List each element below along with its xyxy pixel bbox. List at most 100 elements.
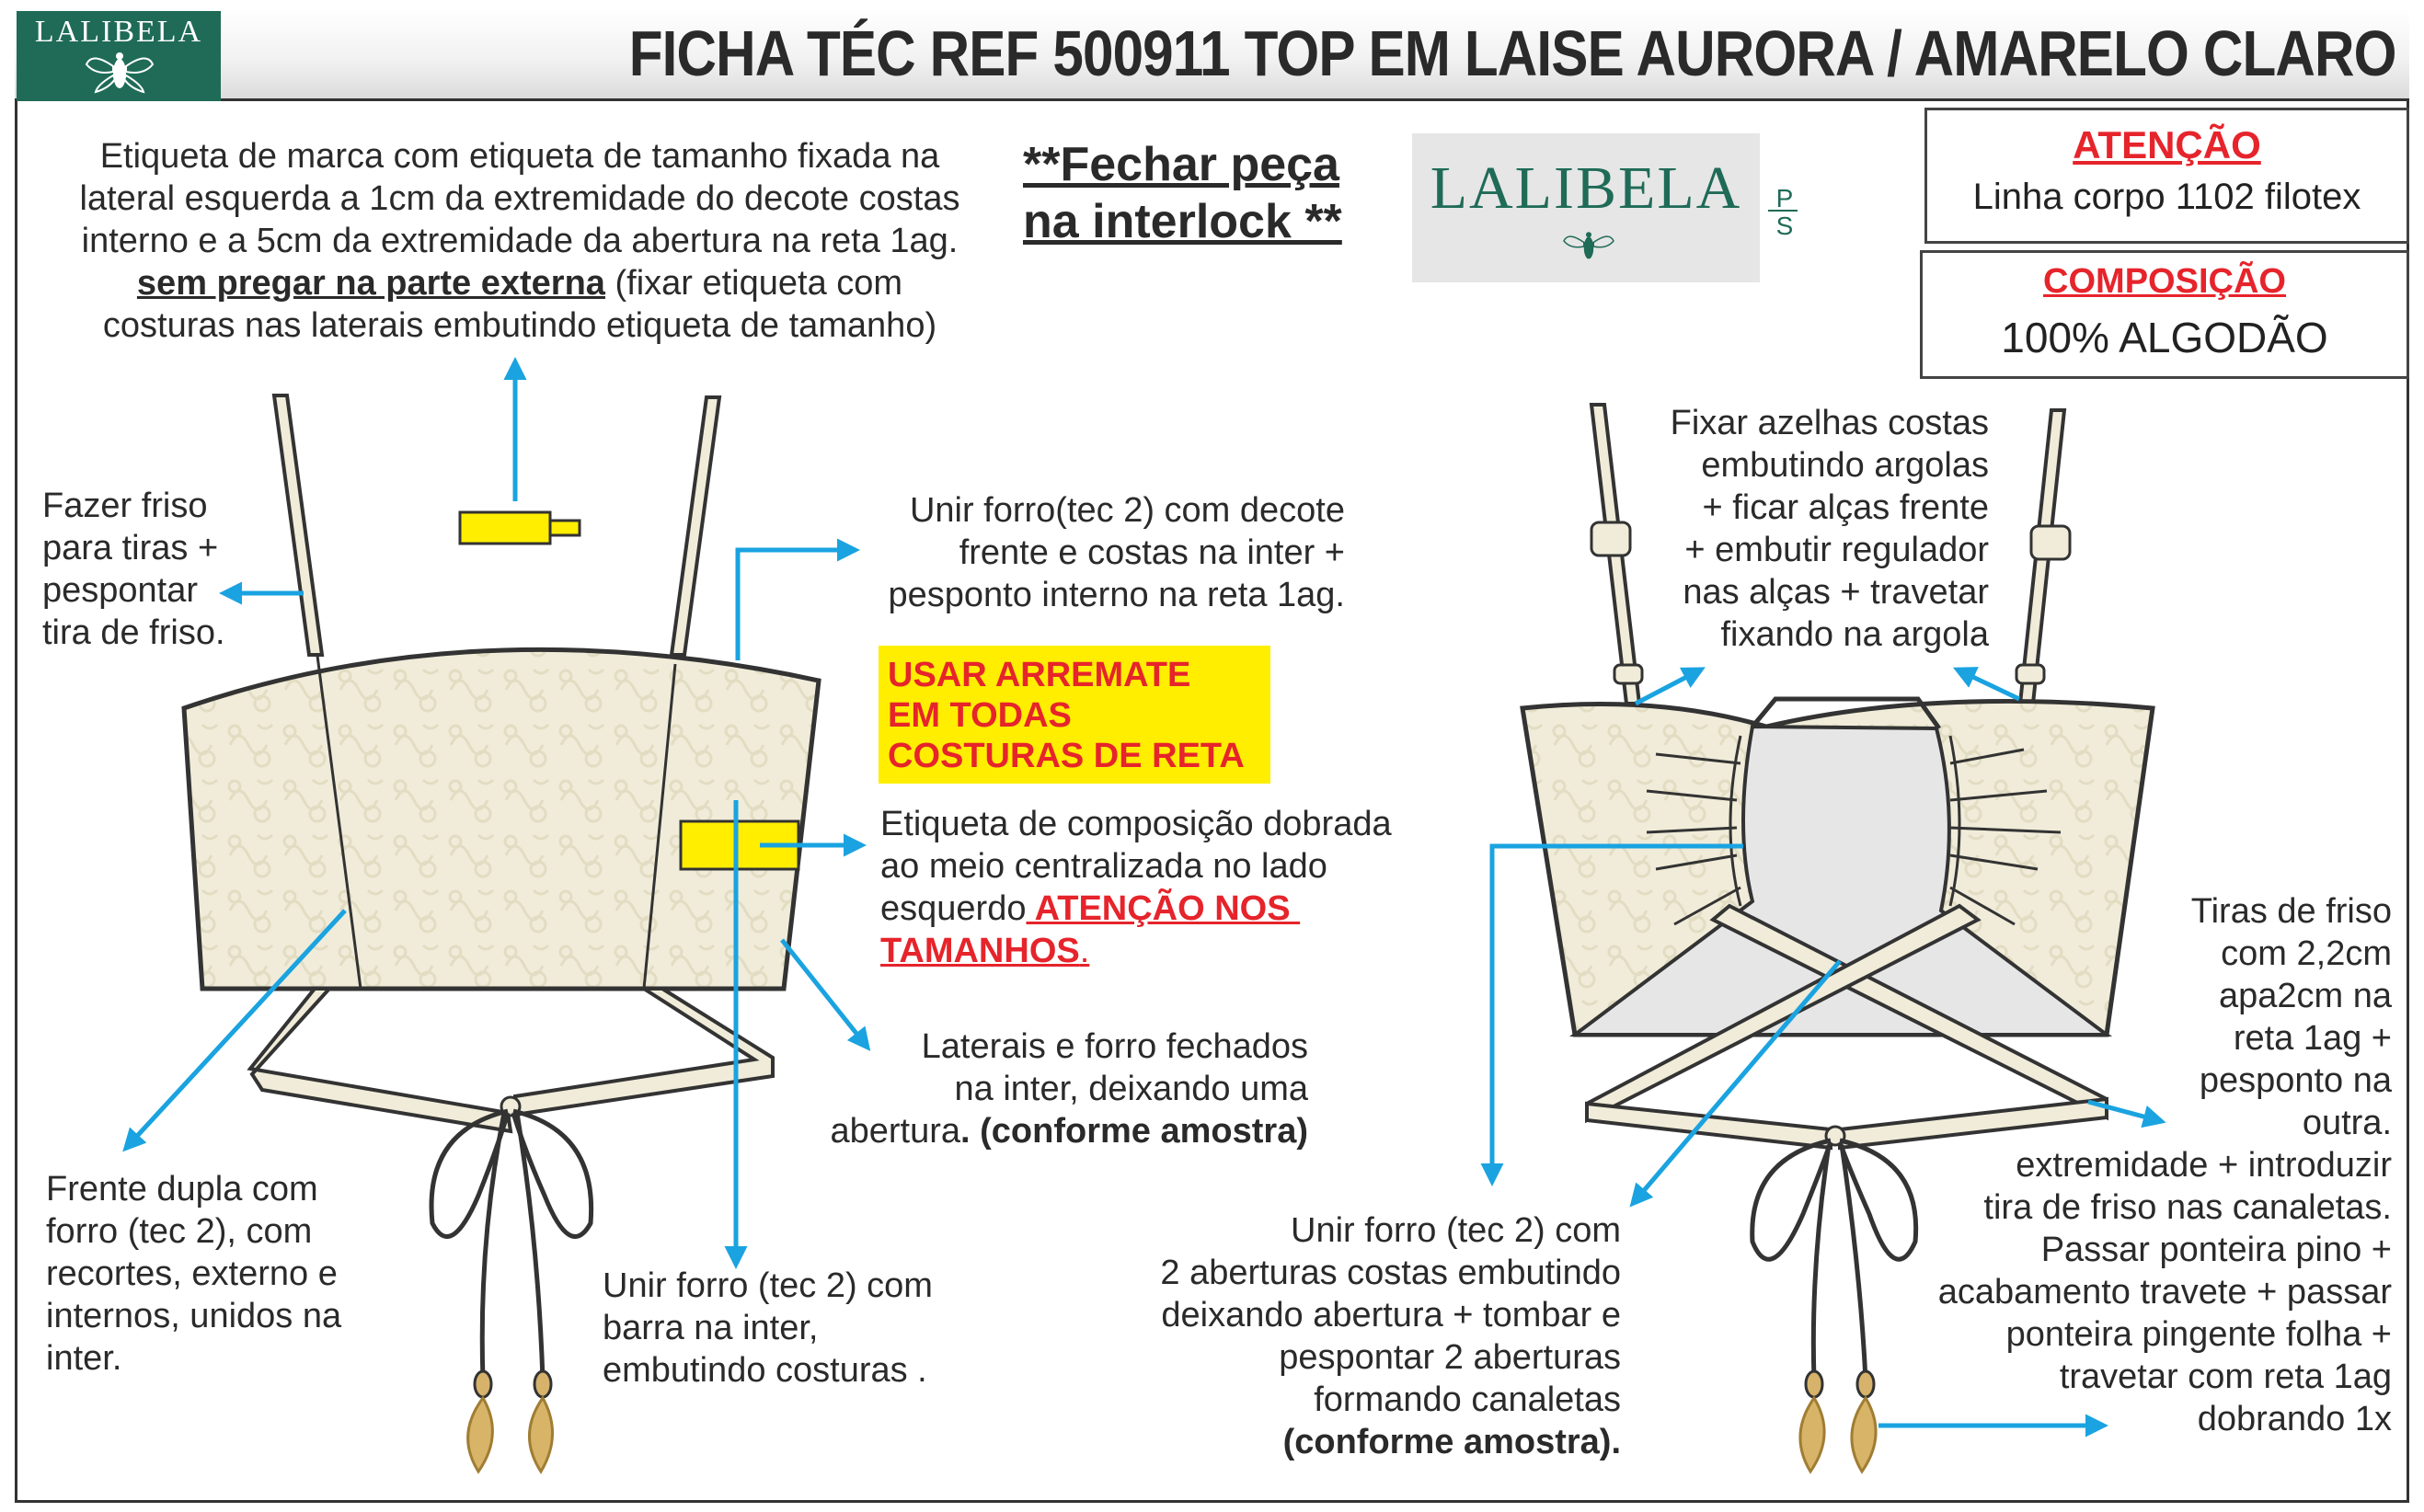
- note-line: Fixar azelhas costas: [1670, 404, 1989, 442]
- arrow-back-lining: [1480, 843, 1743, 1186]
- note-line: na inter, deixando uma: [954, 1070, 1309, 1108]
- note-line: pesponto interno na reta 1ag.: [888, 576, 1346, 614]
- leaf-pendant-icon: [466, 1395, 494, 1474]
- note-text: .: [1079, 932, 1090, 970]
- note-line: interno e a 5cm da extremidade da abertu…: [81, 222, 959, 260]
- arrow-lining-neck: [735, 538, 860, 660]
- note-line: lateral esquerda a 1cm da extremidade do…: [79, 179, 960, 218]
- lining-neck-note: Unir forro(tec 2) com decote frente e co…: [828, 489, 1346, 616]
- note-line: 2 aberturas costas embutindo: [1160, 1254, 1621, 1292]
- callout-arrows: [122, 357, 2166, 1438]
- note-line: internos, unidos na: [46, 1297, 342, 1335]
- brand-logo-secondary: LALIBELA: [1412, 133, 1760, 282]
- note-line: tira de friso.: [42, 613, 225, 652]
- brand-label-tag: [458, 510, 552, 545]
- note-text: (fixar etiqueta com: [604, 264, 903, 303]
- attention-box: ATENÇÃO Linha corpo 1102 filotex: [1924, 108, 2409, 244]
- back-lining-note: Unir forro (tec 2) com 2 aberturas costa…: [1058, 1209, 1621, 1463]
- sides-note: Laterais e forro fechados na inter, deix…: [754, 1025, 1308, 1152]
- note-line: Laterais e forro fechados: [921, 1027, 1308, 1066]
- note-line: costuras nas laterais embutindo etiqueta…: [102, 306, 937, 345]
- note-line: reta 1ag +: [2233, 1019, 2392, 1058]
- note-line: ao meio centralizada no lado: [880, 847, 1327, 886]
- note-warning: TAMANHOS: [880, 932, 1080, 970]
- composition-heading: COMPOSIÇÃO: [2043, 262, 2286, 301]
- note-line: Tiras de friso: [2190, 892, 2392, 931]
- front-under-strap: [247, 987, 513, 1134]
- brand-logo: LALIBELA: [17, 11, 221, 101]
- note-line: embutindo costuras .: [603, 1351, 927, 1390]
- arrow-loop-left: [1634, 667, 1706, 706]
- attention-heading: ATENÇÃO: [2073, 123, 2261, 166]
- note-line: ponteira pingente folha +: [2005, 1315, 2392, 1354]
- note-line: + ficar alças frente: [1702, 488, 1989, 527]
- note-line: Etiqueta de marca com etiqueta de tamanh…: [99, 137, 940, 176]
- note-line: Frente dupla com: [46, 1170, 318, 1208]
- note-line: sem pregar na parte externa (fixar etiqu…: [18, 262, 1021, 304]
- note-line: pesponto na: [2199, 1061, 2392, 1100]
- note-line: pespontar 2 aberturas: [1279, 1338, 1621, 1377]
- front-left-strap: [271, 394, 325, 657]
- note-warning: ATENÇÃO NOS: [1026, 889, 1301, 928]
- note-line: Unir forro (tec 2) com: [603, 1266, 933, 1305]
- arrow-sides: [780, 938, 871, 1051]
- note-line: com 2,2cm: [2221, 934, 2392, 973]
- note-line: embutindo argolas: [1701, 446, 1989, 485]
- note-emphasis: sem pregar na parte externa: [136, 264, 605, 303]
- strap-adjuster-left: [1590, 521, 1632, 557]
- front-note: Frente dupla com forro (tec 2), com reco…: [46, 1168, 341, 1380]
- brand-label-note: Etiqueta de marca com etiqueta de tamanh…: [18, 135, 1021, 347]
- note-line: Etiqueta de composição dobrada: [880, 805, 1392, 843]
- note-line: nas alças + travetar: [1683, 573, 1989, 612]
- loops-note: Fixar azelhas costas embutindo argolas +…: [1518, 402, 1989, 656]
- note-line: apa2cm na: [2218, 977, 2392, 1015]
- note-line: USAR ARREMATE: [888, 656, 1191, 694]
- ps-mark-s: S: [1775, 212, 1794, 240]
- arrow-back-center: [1629, 959, 1842, 1208]
- note-line: fixando na argola: [1720, 615, 1989, 654]
- bee-icon: [85, 52, 155, 94]
- composition-box: COMPOSIÇÃO 100% ALGODÃO: [1920, 250, 2409, 379]
- front-garment: [181, 394, 821, 1474]
- composition-label-note: Etiqueta de composição dobrada ao meio c…: [880, 803, 1392, 972]
- note-line: inter.: [46, 1339, 122, 1378]
- note-line: TAMANHOS.: [880, 930, 1392, 972]
- note-line: forro (tec 2), com: [46, 1212, 313, 1251]
- note-emphasis: . (conforme amostra): [960, 1112, 1308, 1151]
- note-line: para tiras +: [42, 529, 219, 567]
- note-line: abertura. (conforme amostra): [754, 1110, 1308, 1152]
- front-right-strap: [669, 395, 722, 657]
- note-line: tira de friso nas canaletas.: [1983, 1188, 2392, 1227]
- note-line: pespontar: [42, 571, 199, 610]
- ps-mark: P S: [1763, 184, 1803, 240]
- note-line: Unir forro (tec 2) com: [1291, 1211, 1621, 1250]
- note-line: **Fechar peça: [1023, 138, 1339, 191]
- note-line: Unir forro(tec 2) com decote: [909, 491, 1345, 530]
- brand-logo-secondary-text: LALIBELA: [1430, 155, 1742, 222]
- bee-icon: [1563, 232, 1614, 259]
- note-line: acabamento travete + passar: [1937, 1273, 2392, 1312]
- back-garment: [1520, 403, 2155, 1474]
- note-text: abertura: [830, 1112, 961, 1151]
- note-line: esquerdo ATENÇÃO NOS: [880, 888, 1392, 930]
- brand-logo-text: LALIBELA: [34, 15, 203, 49]
- note-line: na interlock **: [1023, 195, 1342, 248]
- note-line: frente e costas na inter +: [959, 533, 1345, 572]
- note-line: (conforme amostra).: [1282, 1423, 1621, 1461]
- note-line: outra.: [2302, 1104, 2392, 1142]
- note-line: deixando abertura + tombar e: [1161, 1296, 1621, 1334]
- note-text: esquerdo: [880, 889, 1027, 928]
- note-line: EM TODAS: [888, 696, 1072, 735]
- note-line: extremidade + introduzir: [2016, 1146, 2392, 1185]
- hem-note: Unir forro (tec 2) com barra na inter, e…: [603, 1265, 933, 1392]
- page-title: FICHA TÉC REF 500911 TOP EM LAISE AURORA…: [629, 17, 2397, 89]
- strips-note: Tiras de friso com 2,2cm apa2cm na reta …: [1867, 890, 2392, 1440]
- note-line: + embutir regulador: [1684, 531, 1989, 569]
- note-line: travetar com reta 1ag: [2059, 1357, 2392, 1396]
- composition-text: 100% ALGODÃO: [2001, 314, 2328, 361]
- friso-note: Fazer friso para tiras + pespontar tira …: [42, 485, 225, 654]
- note-line: dobrando 1x: [2197, 1400, 2392, 1438]
- attention-text: Linha corpo 1102 filotex: [1972, 177, 2361, 217]
- front-body: [181, 647, 821, 991]
